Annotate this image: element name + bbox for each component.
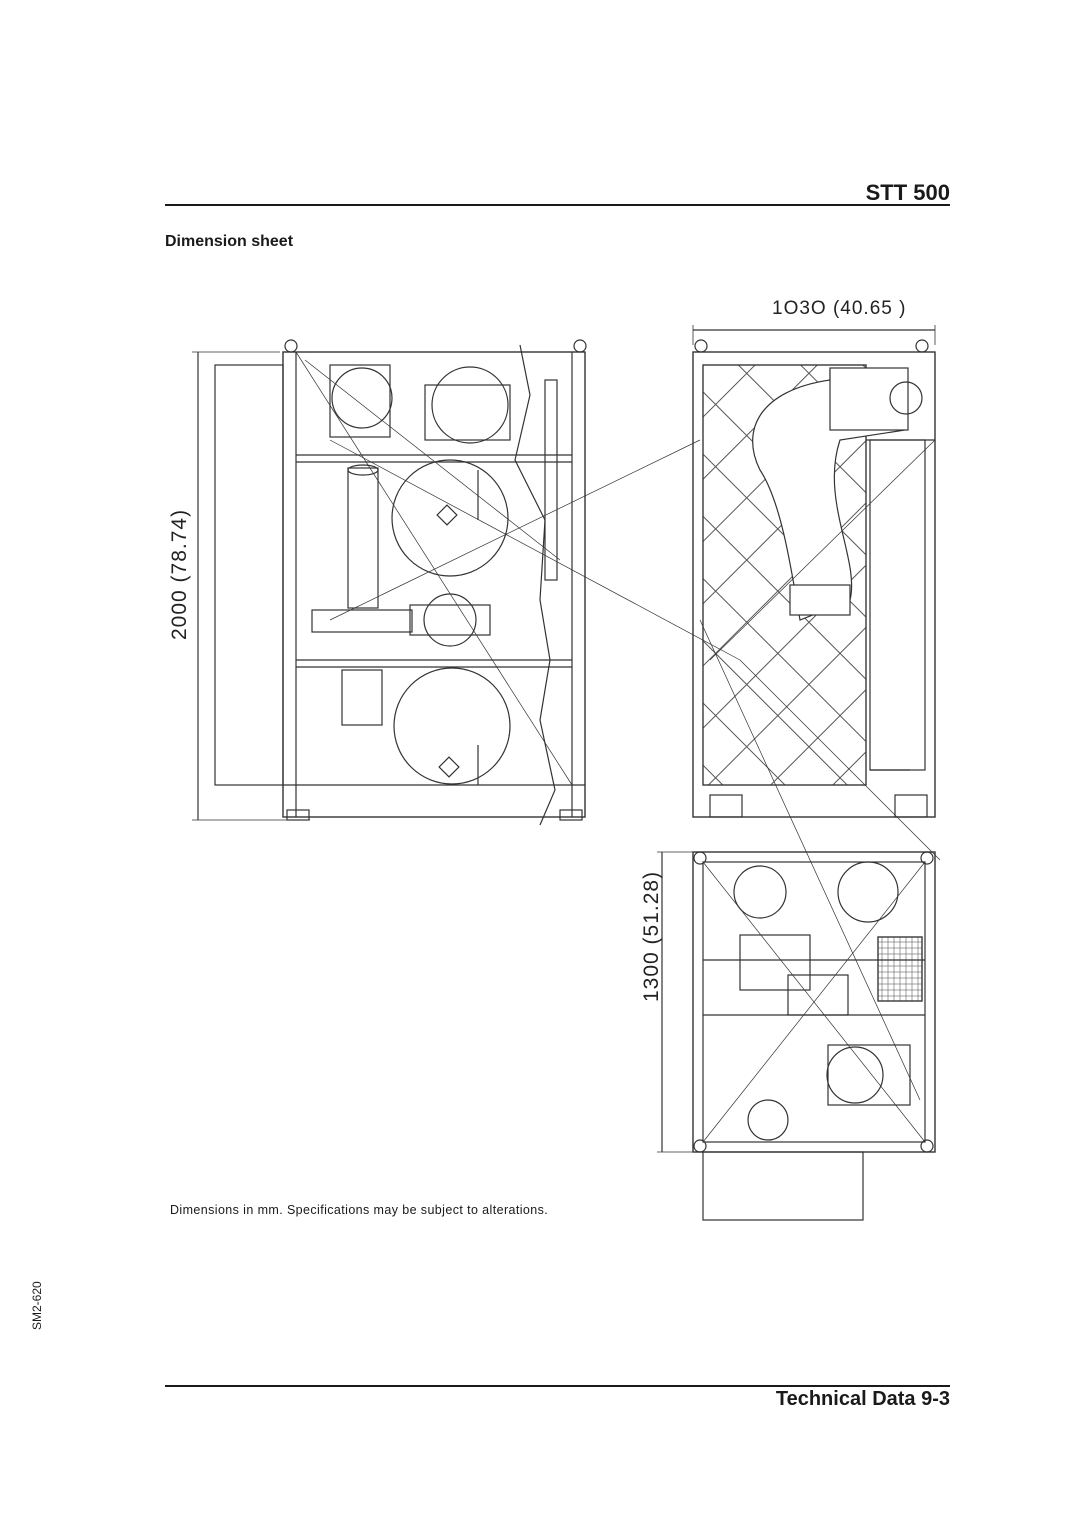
side-view — [692, 325, 941, 1101]
top-view — [657, 851, 936, 1221]
width-dimension-label: 1O3O (40.65 ) — [772, 298, 907, 319]
footer-page-title: Technical Data 9-3 — [775, 1388, 950, 1410]
header-rule — [165, 204, 950, 206]
front-view — [192, 339, 741, 826]
depth-dimension-label: 1300 (51.28) — [640, 870, 663, 1002]
document-code: SM2-620 — [30, 1281, 44, 1330]
section-title: Dimension sheet — [165, 233, 294, 250]
footer-rule — [165, 1385, 950, 1387]
model-title: STT 500 — [865, 180, 950, 205]
footnote: Dimensions in mm. Specifications may be … — [170, 1203, 549, 1217]
height-dimension-label: 2000 (78.74) — [168, 508, 191, 640]
